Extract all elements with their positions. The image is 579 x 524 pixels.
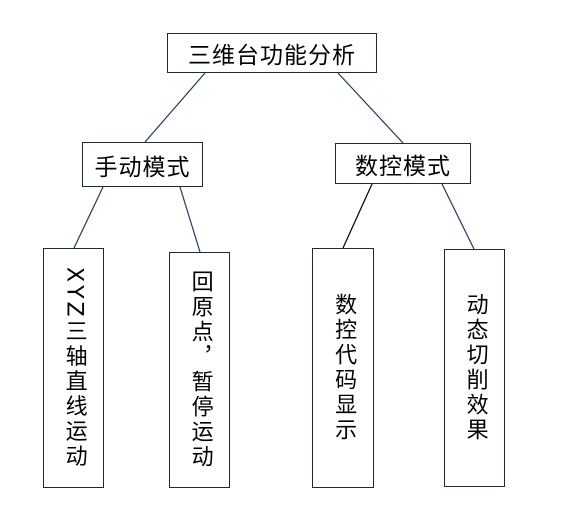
leaf-node-label: 动态切削效果 — [462, 293, 488, 443]
branch-node-cnc-mode: 数控模式 — [335, 143, 471, 184]
leaf-node-home-pause: 回原点，暂停运动 — [169, 252, 230, 488]
branch-node-label: 数控模式 — [355, 153, 451, 180]
branch-node-label: 手动模式 — [94, 154, 191, 181]
root-node-label: 三维台功能分析 — [188, 43, 356, 69]
connector-cnc-to-cut — [441, 183, 475, 250]
leaf-node-cnc-code-display: 数控代码显示 — [312, 248, 374, 488]
root-node: 三维台功能分析 — [167, 33, 377, 73]
leaf-node-label: 回原点，暂停运动 — [187, 270, 213, 470]
connector-manual-to-home — [179, 186, 201, 253]
leaf-node-dynamic-cutting-effect: 动态切削效果 — [444, 249, 505, 487]
connector-cnc-to-code — [342, 183, 373, 249]
leaf-node-label: XYZ三轴直线运动 — [61, 266, 87, 470]
leaf-node-label: 数控代码显示 — [331, 293, 357, 443]
connector-manual-to-xyz — [73, 186, 104, 249]
connector-root-to-manual — [144, 72, 206, 143]
branch-node-manual-mode: 手动模式 — [82, 142, 203, 187]
connector-root-to-cnc — [337, 72, 404, 144]
leaf-node-xyz-linear-motion: XYZ三轴直线运动 — [43, 248, 104, 488]
